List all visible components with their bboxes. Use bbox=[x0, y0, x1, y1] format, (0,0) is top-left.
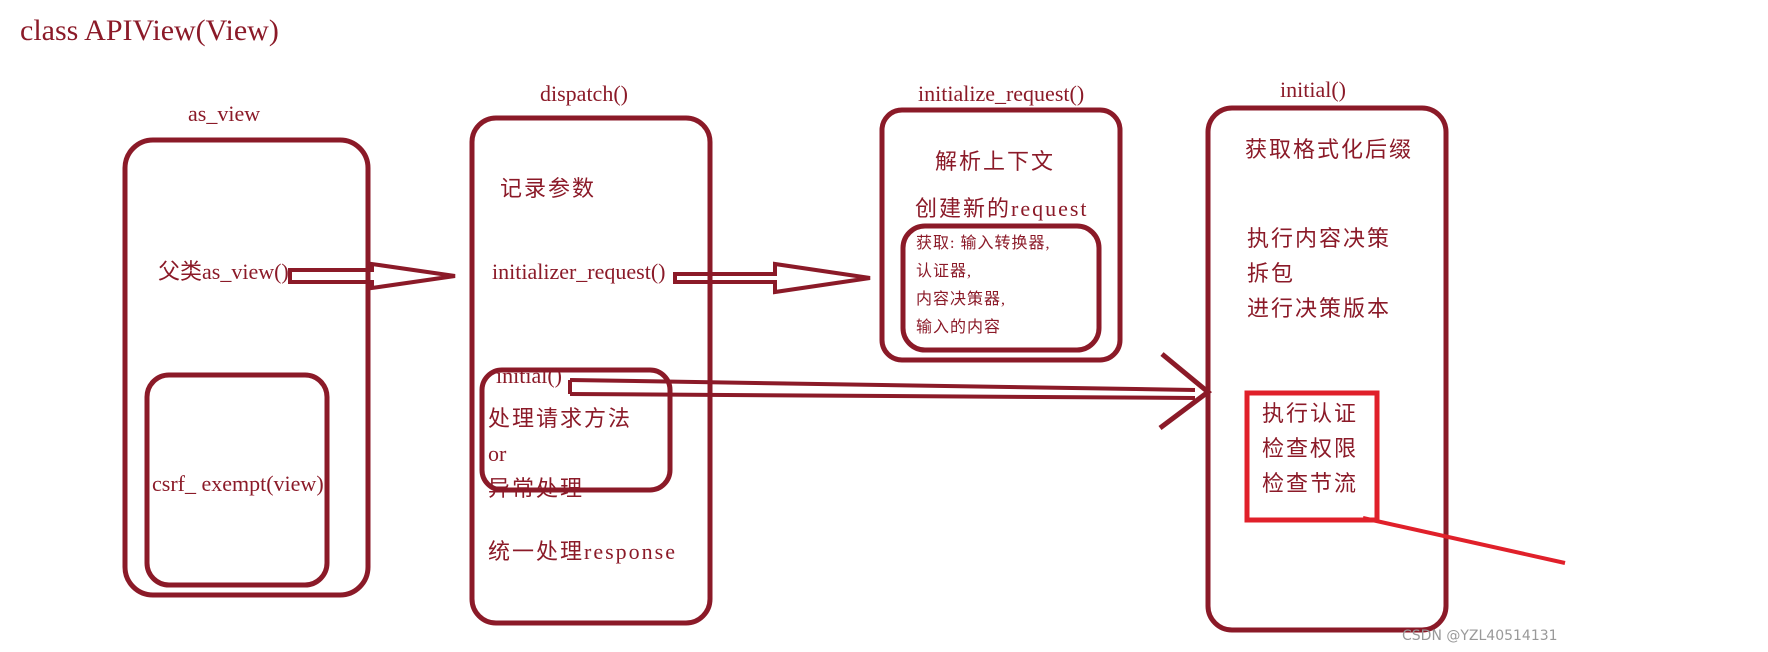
as-view-header: as_view bbox=[188, 101, 261, 126]
or-label: or bbox=[488, 441, 507, 466]
perform-authentication-label: 执行认证 bbox=[1262, 401, 1359, 426]
content-negotiation-label: 执行内容决策 bbox=[1247, 226, 1392, 251]
arrow-dispatch-to-initialize-request bbox=[673, 261, 871, 295]
content-negotiator-label: 内容决策器, bbox=[916, 291, 1007, 308]
csrf-exempt-label: csrf_ exempt(view) bbox=[152, 471, 324, 496]
parse-context-label: 解析上下文 bbox=[935, 149, 1056, 174]
input-content-label: 输入的内容 bbox=[916, 319, 1002, 336]
versioning-label: 进行决策版本 bbox=[1247, 296, 1392, 321]
csdn-watermark: CSDN @YZL40514131 bbox=[1402, 628, 1558, 644]
dispatch-box bbox=[469, 115, 713, 626]
handle-method-label: 处理请求方法 bbox=[488, 406, 633, 431]
authenticators-label: 认证器, bbox=[916, 263, 973, 280]
check-throttles-label: 检查节流 bbox=[1262, 471, 1359, 496]
unpack-label: 拆包 bbox=[1247, 261, 1296, 286]
response-handle-label: 统一处理response bbox=[488, 539, 677, 564]
initializer-request-call: initializer_request() bbox=[492, 259, 666, 284]
initial-header: initial() bbox=[1280, 77, 1346, 102]
diagram-title: class APIView(View) bbox=[20, 14, 279, 47]
format-suffix-label: 获取格式化后缀 bbox=[1245, 137, 1414, 162]
check-permissions-label: 检查权限 bbox=[1262, 436, 1359, 461]
dispatch-header: dispatch() bbox=[540, 81, 628, 106]
as-view-box bbox=[122, 137, 371, 598]
exception-handle-label: 异常处理 bbox=[488, 476, 585, 501]
initial-box bbox=[1205, 105, 1449, 633]
request-components-box bbox=[900, 223, 1102, 353]
create-request-label: 创建新的request bbox=[915, 196, 1089, 221]
get-parsers-label: 获取: 输入转换器, bbox=[916, 235, 1051, 252]
initialize-request-header: initialize_request() bbox=[918, 81, 1085, 106]
auth-highlight-box bbox=[1244, 390, 1380, 523]
arrow-as-view-to-dispatch bbox=[288, 261, 456, 291]
handle-request-box bbox=[479, 367, 673, 493]
record-params-label: 记录参数 bbox=[500, 176, 597, 201]
arrow-dispatch-to-initial bbox=[568, 352, 1213, 430]
csrf-exempt-box bbox=[144, 372, 330, 588]
highlight-pointer-line bbox=[1362, 516, 1566, 565]
parent-as-view-call: 父类as_view() bbox=[158, 259, 289, 284]
initial-call: initial() bbox=[496, 363, 562, 388]
initialize-request-box bbox=[879, 107, 1123, 363]
